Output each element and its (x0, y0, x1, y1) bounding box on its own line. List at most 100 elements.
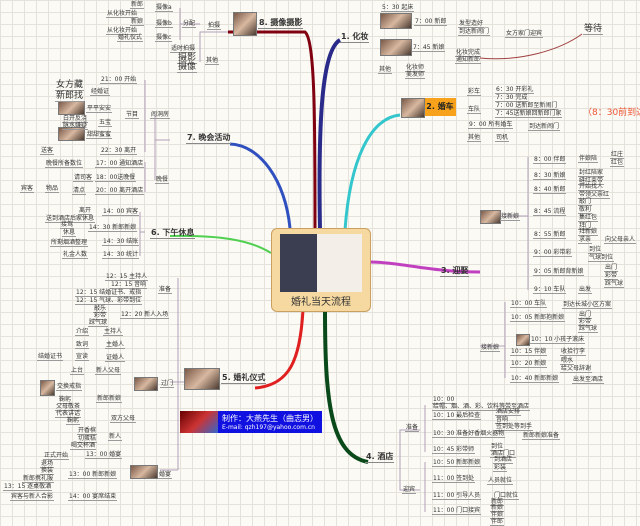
mindmap-node[interactable]: 物品 (45, 185, 60, 193)
branch-topic[interactable]: 4. 酒店 (365, 452, 395, 463)
mindmap-node[interactable]: 酒店门口 (490, 450, 517, 458)
mindmap-node[interactable]: 证婚人 (105, 354, 126, 362)
mindmap-node[interactable]: 伴郎 (490, 518, 505, 526)
mindmap-node[interactable]: 正式开始 (43, 452, 70, 460)
mindmap-node[interactable]: 喂水 (560, 357, 575, 365)
mindmap-node[interactable]: 彩带 (93, 312, 108, 320)
mindmap-node[interactable]: 送到酒店后家休息 (45, 215, 96, 223)
mindmap-node[interactable]: 音响 (495, 416, 510, 424)
mindmap-node[interactable]: 摄像 (177, 62, 198, 73)
mindmap-node[interactable]: 7：45送新娘回新郎门家 (495, 110, 563, 118)
mindmap-node[interactable]: 签到处等到手 (495, 423, 534, 431)
mindmap-node[interactable]: 7：45 新娘 (412, 44, 446, 52)
mindmap-node[interactable]: 10：50 新郎新娘 (432, 459, 482, 467)
mindmap-node[interactable]: 14：30 结账 (102, 238, 140, 246)
mindmap-node[interactable]: 介绍 (75, 328, 90, 336)
mindmap-node[interactable]: 其他 (378, 66, 393, 74)
mindmap-node[interactable]: 踩气球 (578, 325, 599, 333)
central-topic[interactable]: 婚礼当天流程 (271, 228, 371, 312)
mindmap-node[interactable]: 其他 (467, 134, 482, 142)
mindmap-node[interactable]: 11：00 签到处 (432, 475, 476, 483)
mindmap-node[interactable]: 女方家门迎宾 (505, 30, 544, 38)
mindmap-node[interactable]: 10：15 伴娘 (510, 348, 548, 356)
mindmap-node[interactable]: 拜门 (578, 222, 593, 230)
mindmap-node[interactable]: 拜新娘 (578, 228, 599, 236)
mindmap-node[interactable]: 通知新郎 (455, 56, 482, 64)
mindmap-node[interactable]: 红庄 (610, 151, 625, 159)
mindmap-node[interactable]: 摄像b (155, 20, 173, 28)
mindmap-node[interactable]: 伴娘陪 (578, 155, 599, 163)
mindmap-node[interactable]: 发型造好 (458, 20, 485, 28)
mindmap-node[interactable]: 7：00 新郎 (414, 18, 448, 26)
mindmap-node[interactable]: 22：30 离开 (100, 147, 138, 155)
mindmap-node[interactable]: 从化妆开始 (106, 27, 139, 35)
mindmap-node[interactable]: 封红陪家 (578, 169, 605, 177)
mindmap-node[interactable]: 到达长城小区方案 (562, 301, 613, 309)
mindmap-node[interactable]: 11：00 门口接宾 (432, 507, 482, 515)
mindmap-node[interactable]: 到位 (588, 246, 603, 254)
mindmap-node[interactable]: 到酒店 (493, 456, 514, 464)
mindmap-node[interactable]: 结婚证书 (37, 353, 64, 361)
mindmap-node[interactable]: 宾客与新人合影 (10, 493, 55, 501)
mindmap-node[interactable]: 礼金人数 (62, 251, 89, 259)
mindmap-node[interactable]: 婚礼仪式 (117, 34, 144, 42)
mindmap-node[interactable]: 8：40 新郎 (533, 186, 567, 194)
mindmap-node[interactable]: 6：30 开彩礼 (495, 86, 535, 94)
mindmap-node[interactable]: 其他 (205, 57, 220, 65)
mindmap-node[interactable]: 酒店安排 (495, 408, 522, 416)
mindmap-node[interactable]: 8：45 流程 (533, 208, 567, 216)
mindmap-node[interactable]: 五宝 (98, 119, 113, 127)
mindmap-node[interactable]: 出门 (578, 311, 593, 319)
mindmap-node[interactable]: 红包 (610, 159, 625, 167)
mindmap-node[interactable]: 5：30 起床 (381, 4, 415, 12)
mindmap-node[interactable]: 换装 (40, 467, 55, 475)
mindmap-node[interactable]: 休息 (62, 229, 77, 237)
mindmap-node[interactable]: 主婚人 (105, 341, 126, 349)
mindmap-node[interactable]: 10：30 准备好香烟火器物 (432, 430, 506, 438)
mindmap-node[interactable]: 接新娘 (480, 344, 501, 352)
mindmap-node[interactable]: 14：00 宾客 (102, 208, 140, 216)
branch-topic[interactable]: 1. 化妆 (340, 32, 370, 43)
mindmap-node[interactable]: 10：40 新郎新娘 (510, 375, 560, 383)
mindmap-node[interactable]: 闹洞房 (150, 111, 171, 119)
mindmap-node[interactable]: 鞠躬 (58, 396, 73, 404)
mindmap-node[interactable]: 出门 (604, 264, 619, 272)
mindmap-node[interactable]: 11：00 引导人员 (432, 492, 482, 500)
mindmap-node[interactable]: 向父母亲人 (604, 236, 637, 244)
mindmap-node[interactable]: 14：00 宴席结束 (68, 493, 118, 501)
mindmap-node[interactable]: 接新娘 (500, 213, 521, 221)
mindmap-node[interactable]: 分配 (182, 20, 197, 28)
mindmap-node[interactable]: 10：00 车队 (510, 300, 548, 308)
mindmap-node[interactable]: 请司客 (73, 174, 94, 182)
mindmap-node[interactable]: 接驾 (60, 221, 75, 229)
mindmap-node[interactable]: 集红包 (578, 214, 599, 222)
mindmap-node[interactable]: 彩带 (578, 318, 593, 326)
mindmap-node[interactable]: 10：05 新郎抱新娘 (510, 314, 566, 322)
mindmap-node[interactable]: 新人 (108, 433, 123, 441)
mindmap-node[interactable]: 退场 (40, 460, 55, 468)
mindmap-node[interactable]: 切蛋糕 (77, 435, 98, 443)
mindmap-node[interactable]: 9：00 所有婚车 (468, 121, 514, 129)
mindmap-node[interactable]: 新郎新娘准备 (522, 432, 561, 440)
mindmap-node[interactable]: 气球到位 (588, 254, 615, 262)
mindmap-node[interactable]: 所剩烟酒整理 (50, 239, 89, 247)
mindmap-node[interactable]: 拍摄 (207, 22, 222, 30)
mindmap-node[interactable]: 缝红束带 (578, 177, 605, 185)
mindmap-node[interactable]: 女方藏 (55, 80, 85, 91)
mindmap-node[interactable]: 美发师 (405, 71, 426, 79)
mindmap-node[interactable]: 12：15 气球、彩带到位 (75, 297, 143, 305)
mindmap-node[interactable]: 17：00 通知酒店 (95, 160, 145, 168)
mindmap-node[interactable]: 化妆师 (405, 64, 426, 72)
mindmap-node[interactable]: 13：15 逐桌敬酒 (3, 483, 53, 491)
mindmap-node[interactable]: 宾客 (20, 185, 35, 193)
mindmap-node[interactable]: 13：00 新郎新娘 (68, 471, 118, 479)
mindmap-node[interactable]: 上台 (70, 367, 85, 375)
mindmap-node[interactable]: 给帽、烟、酒、彩、饮料等带至酒店 (432, 403, 531, 411)
mindmap-node[interactable]: 人员就位 (487, 477, 514, 485)
mindmap-node[interactable]: 摄像c (155, 34, 173, 42)
mindmap-node[interactable]: 平平安安 (86, 105, 113, 113)
mindmap-node[interactable]: 收拾行李 (560, 348, 587, 356)
mindmap-node[interactable]: 双方父母 (110, 415, 137, 423)
mindmap-node[interactable]: 21：00 开始 (100, 76, 138, 84)
mindmap-node[interactable]: 8：55 新郎 (533, 231, 567, 239)
